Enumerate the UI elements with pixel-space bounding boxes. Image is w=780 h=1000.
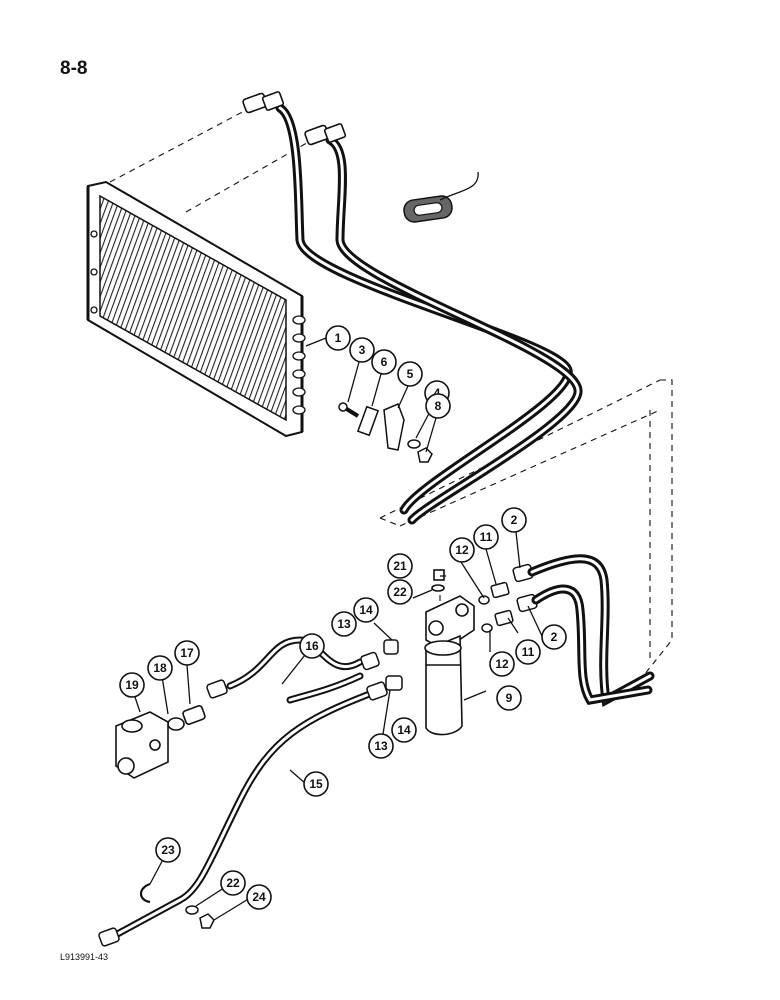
callout-2-upper: 2 [501,507,527,533]
callout-11-upper: 11 [473,524,499,550]
callout-1: 1 [325,325,351,351]
svg-text:13: 13 [337,617,351,631]
svg-text:11: 11 [522,645,535,659]
svg-text:2: 2 [551,630,558,644]
grommet [403,171,479,223]
callout-2-lower: 2 [541,624,567,650]
svg-text:23: 23 [161,843,175,857]
svg-text:11: 11 [480,530,493,544]
oil-cooler-core [86,180,306,438]
svg-text:12: 12 [455,543,469,557]
svg-text:12: 12 [495,657,509,671]
steel-tubes [106,636,384,942]
callout-13-upper: 13 [331,611,357,637]
callout-14-upper: 14 [353,597,379,623]
page-number: 8-8 [60,58,88,79]
callout-8: 8 [425,393,451,419]
callout-12-lower: 12 [489,651,515,677]
callout-22-lower: 22 [220,870,246,896]
svg-text:14: 14 [359,603,373,617]
callout-13-lower: 13 [368,733,394,759]
svg-text:22: 22 [226,876,240,890]
cooler-hoses [275,103,583,525]
svg-text:14: 14 [397,723,411,737]
svg-text:22: 22 [393,585,407,599]
svg-text:21: 21 [393,559,407,573]
svg-text:16: 16 [305,639,319,653]
filter-fittings [383,563,538,691]
oil-filter-assembly [424,569,475,736]
hose-end-fittings [242,91,347,146]
valve-body [115,705,206,779]
callout-17: 17 [174,640,200,666]
callout-21: 21 [387,553,413,579]
svg-text:13: 13 [374,739,388,753]
svg-text:9: 9 [506,691,513,705]
callout-16: 16 [299,633,325,659]
svg-text:1: 1 [335,331,342,345]
svg-text:17: 17 [180,646,194,660]
clamp-hardware [338,402,433,463]
svg-text:2: 2 [511,513,518,527]
svg-text:8: 8 [435,399,442,413]
svg-text:4: 4 [434,386,441,400]
callout-22-upper: 22 [387,579,413,605]
callout-14-lower: 14 [391,717,417,743]
callout-12-upper: 12 [449,537,475,563]
callout-9: 9 [496,685,522,711]
callout-3: 3 [349,337,375,363]
return-hoses [527,554,655,708]
callout-15: 15 [303,771,329,797]
callout-6: 6 [371,349,397,375]
callout-19: 19 [119,672,145,698]
callout-5: 5 [397,361,423,387]
svg-text:5: 5 [407,367,414,381]
svg-text:24: 24 [252,890,266,904]
callout-18: 18 [147,655,173,681]
callout-24: 24 [246,884,272,910]
tube-nuts [98,651,388,947]
svg-text:19: 19 [125,678,139,692]
callouts: 1 3 6 5 4 8 2 11 12 21 22 14 13 16 17 18… [119,325,567,910]
callout-11-lower: 11 [515,639,541,665]
svg-text:3: 3 [359,343,366,357]
svg-text:18: 18 [153,661,167,675]
figure-code: L913991-43 [60,952,109,962]
callout-23: 23 [155,837,181,863]
svg-text:6: 6 [381,355,388,369]
svg-text:15: 15 [309,777,323,791]
